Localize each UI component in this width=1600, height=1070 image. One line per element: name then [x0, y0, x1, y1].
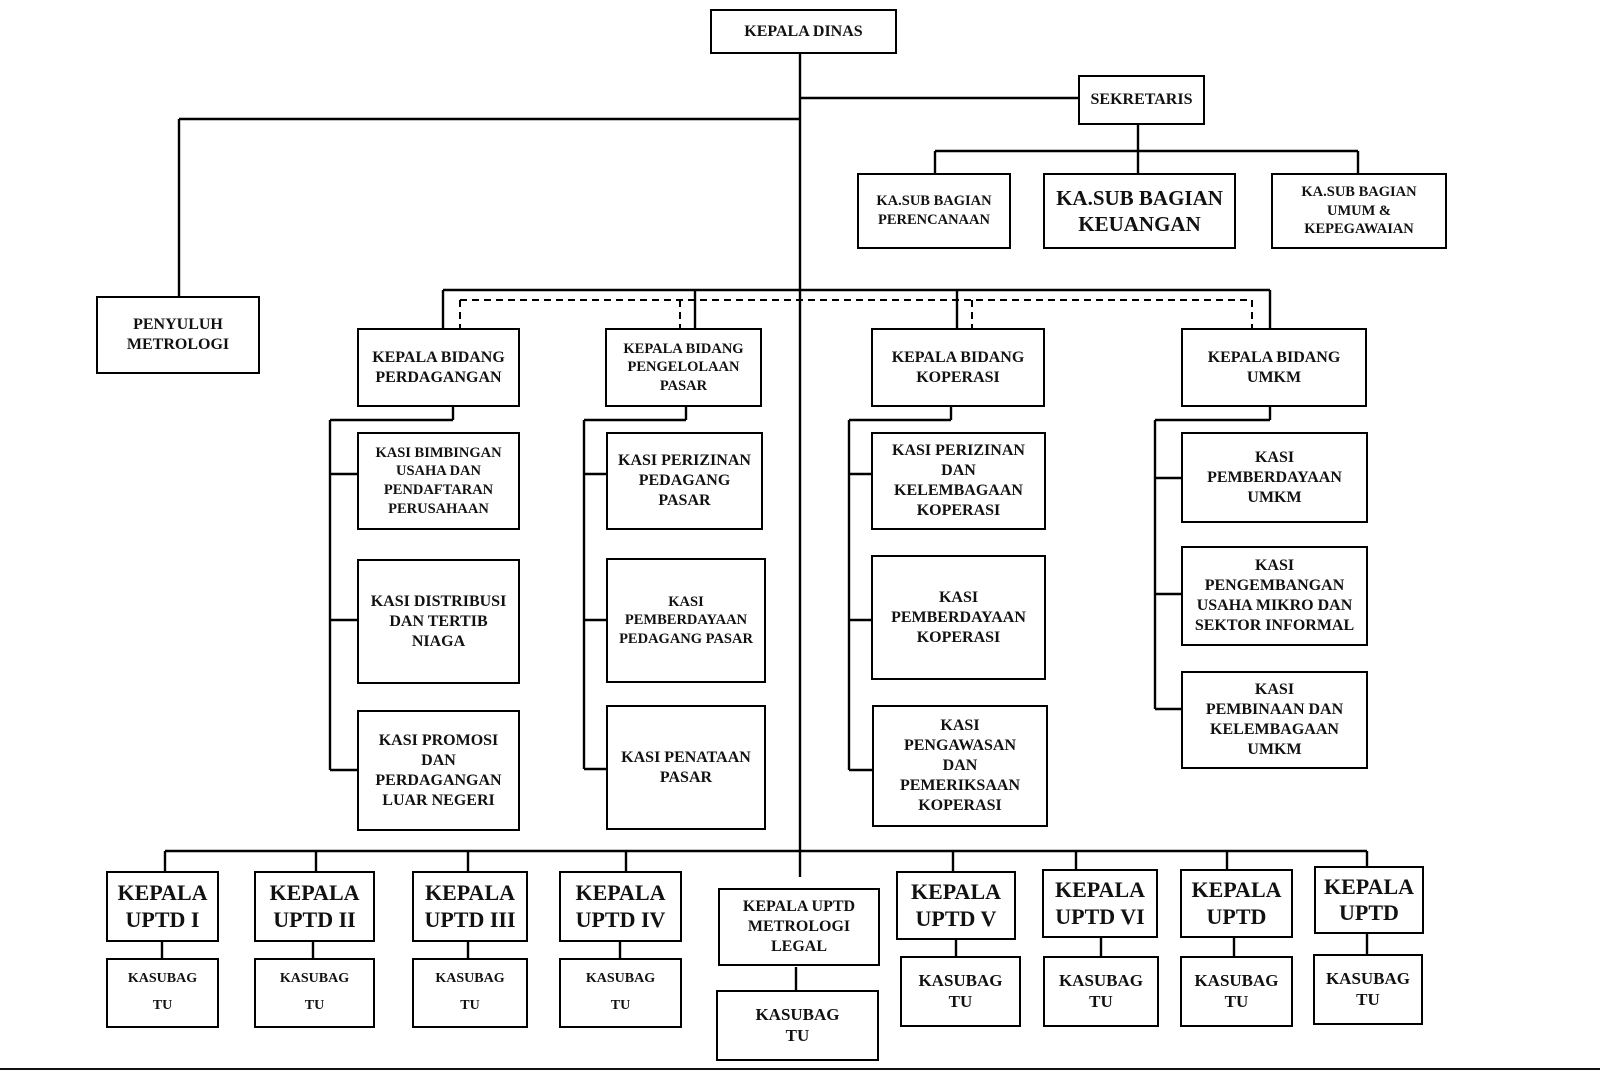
kasi-perizinan-koperasi-box: KASI PERIZINAN DAN KELEMBAGAAN KOPERASI — [871, 432, 1046, 530]
kasubag-tu-3-box: KASUBAG TU — [412, 958, 528, 1028]
kasubag-tu-4-box: KASUBAG TU — [559, 958, 682, 1028]
kasi-bimbingan-box: KASI BIMBINGAN USAHA DAN PENDAFTARAN PER… — [357, 432, 520, 530]
kasubag-tu-6-box: KASUBAG TU — [1043, 956, 1159, 1027]
kasi-pemberdayaan-umkm-box: KASI PEMBERDAYAAN UMKM — [1181, 432, 1368, 523]
kasubag-tu-1-box: KASUBAG TU — [106, 958, 219, 1028]
kasi-pengembangan-box: KASI PENGEMBANGAN USAHA MIKRO DAN SEKTOR… — [1181, 546, 1368, 646]
sub-bagian-umum-box: KA.SUB BAGIAN UMUM & KEPEGAWAIAN — [1271, 173, 1447, 249]
kasi-pengawasan-box: KASI PENGAWASAN DAN PEMERIKSAAN KOPERASI — [872, 705, 1048, 827]
bottom-rule — [0, 1068, 1600, 1070]
sekretaris-box: SEKRETARIS — [1078, 75, 1205, 125]
sub-bagian-keuangan-box: KA.SUB BAGIAN KEUANGAN — [1043, 173, 1236, 249]
kasi-promosi-box: KASI PROMOSI DAN PERDAGANGAN LUAR NEGERI — [357, 710, 520, 831]
kasi-perizinan-pedagang-box: KASI PERIZINAN PEDAGANG PASAR — [606, 432, 763, 530]
penyuluh-metrologi-box: PENYULUH METROLOGI — [96, 296, 260, 374]
kasubag-tu-8-box: KASUBAG TU — [1313, 954, 1423, 1025]
kasi-pembinaan-box: KASI PEMBINAAN DAN KELEMBAGAAN UMKM — [1181, 671, 1368, 769]
kepala-uptd-1-box: KEPALA UPTD I — [106, 871, 219, 942]
kasi-penataan-pasar-box: KASI PENATAAN PASAR — [606, 705, 766, 830]
kepala-uptd-2-box: KEPALA UPTD II — [254, 871, 375, 942]
kepala-uptd-6-box: KEPALA UPTD VI — [1042, 869, 1158, 938]
kepala-uptd-5-box: KEPALA UPTD V — [896, 871, 1016, 940]
sub-bagian-perencanaan-box: KA.SUB BAGIAN PERENCANAAN — [857, 173, 1011, 249]
kasubag-tu-5-box: KASUBAG TU — [900, 956, 1021, 1027]
kepala-dinas-box: KEPALA DINAS — [710, 9, 897, 54]
kepala-uptd-4-box: KEPALA UPTD IV — [559, 871, 682, 942]
kasubag-tu-metrologi-box: KASUBAG TU — [716, 990, 879, 1061]
kasi-pemberdayaan-koperasi-box: KASI PEMBERDAYAAN KOPERASI — [871, 555, 1046, 680]
kasubag-tu-7-box: KASUBAG TU — [1180, 956, 1293, 1027]
kepala-uptd-7-box: KEPALA UPTD — [1180, 869, 1293, 938]
kasubag-tu-2-box: KASUBAG TU — [254, 958, 375, 1028]
bidang-pengelolaan-pasar-box: KEPALA BIDANG PENGELOLAAN PASAR — [605, 328, 762, 407]
kasi-pemberdayaan-pedagang-box: KASI PEMBERDAYAAN PEDAGANG PASAR — [606, 558, 766, 683]
bidang-umkm-box: KEPALA BIDANG UMKM — [1181, 328, 1367, 407]
kasi-distribusi-box: KASI DISTRIBUSI DAN TERTIB NIAGA — [357, 559, 520, 684]
bidang-perdagangan-box: KEPALA BIDANG PERDAGANGAN — [357, 328, 520, 407]
kepala-uptd-8-box: KEPALA UPTD — [1314, 866, 1424, 934]
kepala-uptd-metrologi-box: KEPALA UPTD METROLOGI LEGAL — [718, 888, 880, 966]
kepala-uptd-3-box: KEPALA UPTD III — [412, 871, 528, 942]
bidang-koperasi-box: KEPALA BIDANG KOPERASI — [871, 328, 1045, 407]
